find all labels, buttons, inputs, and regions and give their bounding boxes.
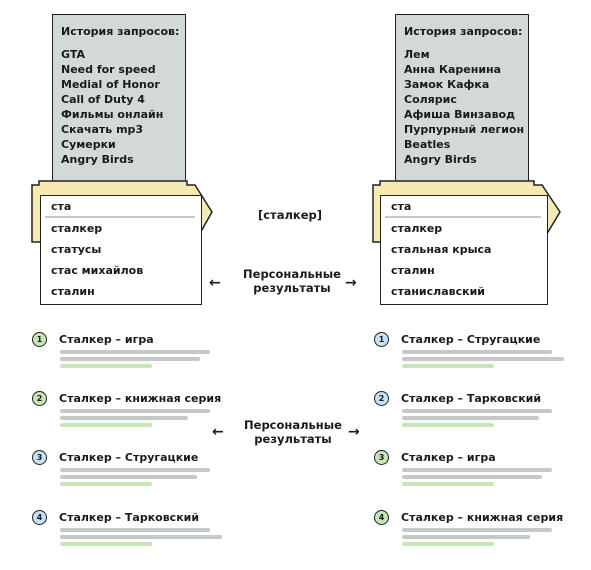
result-url-line [60, 542, 152, 546]
history-item: GTA [61, 48, 85, 61]
result-snippet-line [402, 475, 542, 479]
history-item: Сумерки [61, 138, 116, 151]
result-number-badge: 4 [374, 509, 389, 525]
personal-line: результаты [254, 432, 332, 446]
result-url-line [402, 542, 494, 546]
suggestion-item[interactable]: сталкер [51, 222, 103, 235]
result-snippet-line [402, 535, 530, 539]
history-title: История запросов: [404, 25, 523, 38]
suggestion-item[interactable]: сталин [391, 264, 435, 277]
history-item: Need for speed [61, 63, 156, 76]
personal-line: результаты [253, 281, 331, 295]
result-snippet-line [402, 357, 564, 361]
history-item: Афиша Винзавод [404, 108, 515, 121]
result-snippet-line [402, 409, 552, 413]
search-result[interactable]: 3 Сталкер – игра [374, 449, 574, 486]
result-number-badge: 2 [32, 390, 47, 406]
search-input[interactable]: ста [385, 197, 541, 218]
history-item: Анна Каренина [404, 63, 502, 76]
suggestion-item[interactable]: статусы [51, 243, 102, 256]
arrow-left-icon: ← [209, 275, 221, 291]
result-snippet-line [60, 416, 188, 420]
personal-results-label-bottom: Персональные результаты [233, 418, 353, 446]
history-panel-left: История запросов: GTA Need for speed Med… [52, 14, 186, 188]
result-snippet-line [402, 350, 552, 354]
search-input[interactable]: ста [45, 197, 195, 218]
suggest-box-left[interactable]: ста сталкер статусы стас михайлов сталин [40, 195, 202, 305]
result-title[interactable]: Сталкер – книжная серия [401, 510, 564, 524]
result-number-badge: 2 [374, 390, 389, 406]
result-number-badge: 3 [32, 449, 47, 465]
result-snippet-line [60, 409, 210, 413]
result-title[interactable]: Сталкер – книжная серия [59, 391, 222, 405]
arrow-right-icon: → [348, 424, 360, 440]
result-number-badge: 1 [374, 331, 389, 347]
result-number-badge: 4 [32, 509, 47, 525]
history-item: Angry Birds [404, 153, 477, 166]
history-item: Лем [404, 48, 430, 61]
history-item: Angry Birds [61, 153, 134, 166]
result-number-badge: 3 [374, 449, 389, 465]
search-result[interactable]: 4 Сталкер – книжная серия [374, 509, 574, 546]
query-label: [сталкер] [257, 208, 322, 222]
search-result[interactable]: 4 Сталкер – Тарковский [32, 509, 232, 546]
history-item: Medial of Honor [61, 78, 160, 91]
result-title[interactable]: Сталкер – Тарковский [59, 510, 200, 524]
result-url-line [60, 482, 152, 486]
history-panel-right: История запросов: Лем Анна Каренина Замо… [395, 14, 529, 188]
history-item: Beatles [404, 138, 451, 151]
search-result[interactable]: 2 Сталкер – Тарковский [374, 390, 574, 427]
result-url-line [402, 423, 494, 427]
suggest-box-right[interactable]: ста сталкер стальная крыса сталин станис… [380, 195, 548, 305]
result-title[interactable]: Сталкер – Стругацкие [401, 332, 541, 346]
search-result[interactable]: 3 Сталкер – Стругацкие [32, 449, 232, 486]
result-snippet-line [60, 357, 200, 361]
suggestion-item[interactable]: стас михайлов [51, 264, 144, 277]
history-title: История запросов: [61, 25, 180, 38]
arrow-right-icon: → [345, 275, 357, 291]
result-url-line [60, 423, 152, 427]
history-item: Замок Кафка [404, 78, 490, 91]
arrow-left-icon: ← [212, 424, 224, 440]
result-title[interactable]: Сталкер – Тарковский [401, 391, 542, 405]
result-snippet-line [60, 528, 210, 532]
suggestion-item[interactable]: сталин [51, 285, 95, 298]
history-item: Пурпурный легион [404, 123, 525, 136]
result-snippet-line [402, 528, 552, 532]
result-title[interactable]: Сталкер – игра [401, 450, 496, 464]
suggestion-item[interactable]: стальная крыса [391, 243, 492, 256]
result-snippet-line [60, 350, 210, 354]
history-item: Солярис [404, 93, 457, 106]
personal-results-label-top: Персональные результаты [232, 267, 352, 295]
result-snippet-line [402, 416, 539, 420]
result-title[interactable]: Сталкер – Стругацкие [59, 450, 199, 464]
result-snippet-line [60, 535, 222, 539]
search-result[interactable]: 1 Сталкер – Стругацкие [374, 331, 574, 368]
history-item: Скачать mp3 [61, 123, 144, 136]
history-item: Call of Duty 4 [61, 93, 145, 106]
history-item: Фильмы онлайн [61, 108, 164, 121]
search-result[interactable]: 1 Сталкер – игра [32, 331, 232, 368]
result-title[interactable]: Сталкер – игра [59, 332, 154, 346]
personal-line: Персональные [243, 267, 341, 281]
search-result[interactable]: 2 Сталкер – книжная серия [32, 390, 232, 427]
personal-line: Персональные [244, 418, 342, 432]
result-number-badge: 1 [32, 331, 47, 347]
result-snippet-line [402, 468, 552, 472]
suggestion-item[interactable]: станиславский [391, 285, 485, 298]
suggestion-item[interactable]: сталкер [391, 222, 443, 235]
result-url-line [60, 364, 152, 368]
result-snippet-line [60, 468, 210, 472]
result-snippet-line [60, 475, 197, 479]
result-url-line [402, 364, 494, 368]
result-url-line [402, 482, 494, 486]
